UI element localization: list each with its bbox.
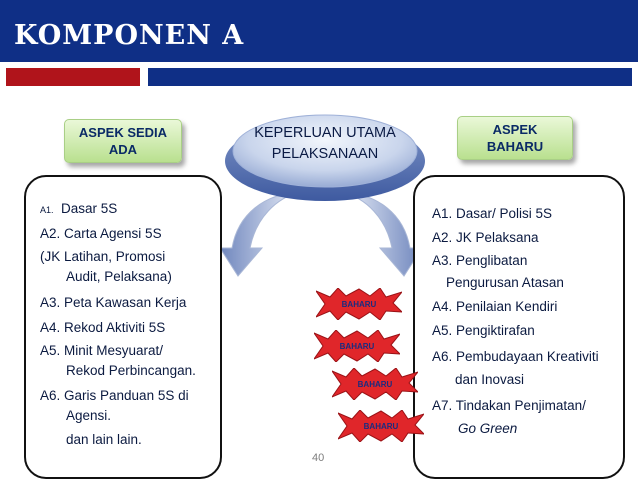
right-list-item: A5. Pengiktirafan (432, 323, 535, 338)
page-title: KOMPONEN A (14, 20, 245, 51)
left-list-item: A4. Rekod Aktiviti 5S (40, 320, 166, 335)
burst-label: BAHARU (341, 299, 377, 309)
center-ellipse: KEPERLUAN UTAMA PELAKSANAAN (223, 105, 427, 205)
left-list-item: A6. Garis Panduan 5S di (40, 388, 189, 403)
left-list-item: A3. Peta Kawasan Kerja (40, 295, 187, 310)
right-list-item: A2. JK Pelaksana (432, 230, 539, 245)
left-list-item: dan lain lain. (66, 432, 142, 447)
left-list-item: A1. Dasar 5S (40, 201, 117, 216)
center-label-line2: PELAKSANAAN (271, 146, 379, 162)
new-burst-badge: BAHARU (336, 409, 426, 443)
existing-aspect-label: ASPEK SEDIA ADA (64, 119, 182, 163)
right-list-item: dan Inovasi (455, 372, 525, 387)
accent-bar-red (6, 68, 140, 86)
new-burst-badge: BAHARU (330, 367, 420, 401)
center-label-line1: KEPERLUAN UTAMA (254, 125, 396, 141)
left-list-item: Audit, Pelaksana) (66, 269, 172, 284)
left-item-prefix: A1. (40, 205, 54, 215)
new-burst-badge: BAHARU (312, 329, 402, 363)
left-list-item: Rekod Perbincangan. (66, 363, 196, 378)
center-label: KEPERLUAN UTAMA PELAKSANAAN (223, 123, 427, 165)
burst-label: BAHARU (357, 379, 393, 389)
burst-label: BAHARU (339, 341, 375, 351)
burst-label: BAHARU (363, 421, 399, 431)
ellipse-shape (225, 114, 425, 201)
left-list-item: A5. Minit Mesyuarat/ (40, 343, 164, 358)
right-list-item: A4. Penilaian Kendiri (432, 299, 558, 314)
new-aspect-line1: ASPEK (492, 122, 538, 137)
left-list-item: A2. Carta Agensi 5S (40, 226, 162, 241)
existing-aspect-line2: ADA (108, 142, 138, 157)
existing-aspect-line1: ASPEK SEDIA (78, 125, 168, 140)
right-list-item: Go Green (458, 421, 518, 436)
new-aspect-label: ASPEK BAHARU (457, 116, 573, 160)
page-number: 40 (312, 452, 325, 464)
right-list-item: Pengurusan Atasan (446, 275, 564, 290)
right-list-item: A7. Tindakan Penjimatan/ (432, 398, 586, 413)
right-list-item: A1. Dasar/ Polisi 5S (432, 206, 553, 221)
left-list-item: (JK Latihan, Promosi (40, 249, 166, 264)
right-list-item: A3. Penglibatan (432, 253, 528, 268)
accent-bar-blue (148, 68, 632, 86)
new-burst-badge: BAHARU (314, 287, 404, 321)
left-list-item: Agensi. (66, 408, 112, 423)
title-banner: KOMPONEN A (0, 0, 638, 62)
curved-arrow-left-icon (219, 191, 301, 277)
existing-aspect-panel (24, 175, 222, 479)
left-item-text: Dasar 5S (61, 201, 118, 216)
new-aspect-panel (413, 175, 625, 479)
right-list-item: A6. Pembudayaan Kreativiti (432, 349, 599, 364)
new-aspect-line2: BAHARU (486, 139, 544, 154)
